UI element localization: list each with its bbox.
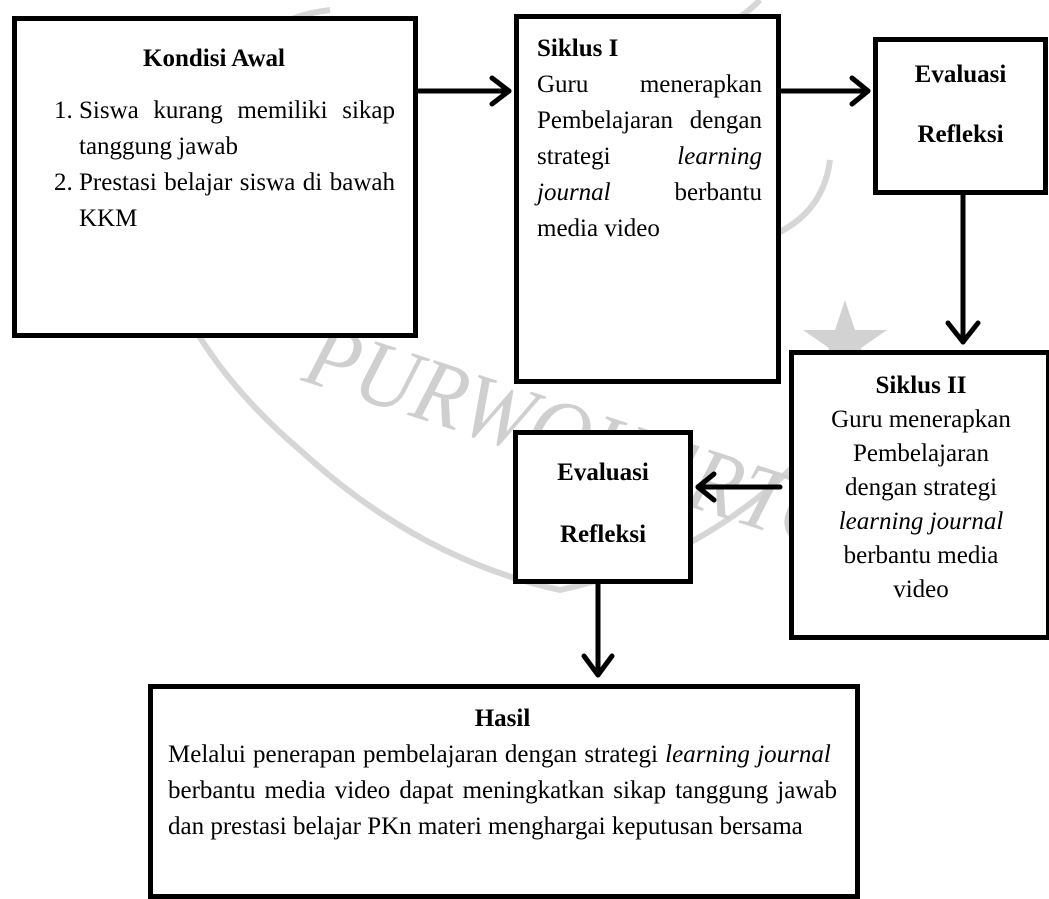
evaluasi-refleksi-2-box: Evaluasi Refleksi [513,430,693,584]
siklus-2-line-3: dengan strategi [844,474,998,501]
siklus-1-text: Guru menerapkan Pembelajaran dengan stra… [537,67,762,247]
arrow-evaluasi2-to-hasil [581,581,615,678]
arrow-evaluasi1-to-siklus2 [945,192,981,345]
kondisi-awal-title: Kondisi Awal [143,45,285,72]
siklus-2-box: Siklus II Guru menerapkan Pembelajaran d… [789,350,1049,640]
refleksi-2-label: Refleksi [559,521,647,548]
hasil-text: Melalui penerapan pembelajaran dengan st… [168,737,837,845]
kondisi-awal-item-1: Siswa kurang memiliki sikap tanggung jaw… [79,93,395,165]
evaluasi-refleksi-1-box: Evaluasi Refleksi [873,37,1048,195]
siklus-2-line-6: video [893,576,949,603]
siklus-2-line-5: berbantu media [843,542,999,569]
siklus-2-line-1: Guru menerapkan [831,406,1011,433]
evaluasi-1-label: Evaluasi [914,61,1007,88]
siklus-1-text-after: berbantu media video [537,179,762,242]
evaluasi-2-label: Evaluasi [557,459,649,486]
siklus-2-line-4: learning journal [838,508,1004,535]
siklus-1-text-before: Guru menerapkan Pembelajaran dengan stra… [537,71,762,170]
hasil-title: Hasil [474,705,531,732]
arrow-siklus1-to-evaluasi1 [779,75,871,107]
kondisi-awal-list: Siswa kurang memiliki sikap tanggung jaw… [33,93,395,237]
hasil-text-after: berbantu media video dapat meningkatkan … [168,777,837,840]
hasil-box: Hasil Melalui penerapan pembelajaran den… [148,684,860,899]
siklus-2-line-2: Pembelajaran [852,440,990,467]
arrow-siklus2-to-evaluasi2 [695,471,783,503]
siklus-2-title: Siklus II [875,372,967,399]
kondisi-awal-box: Kondisi Awal Siswa kurang memiliki sikap… [12,16,418,338]
hasil-text-italic: learning journal [665,741,831,768]
refleksi-1-label: Refleksi [917,121,1004,148]
siklus-1-box: Siklus I Guru menerapkan Pembelajaran de… [514,14,781,384]
arrow-kondisi-to-siklus1 [416,75,512,107]
siklus-1-text-italic: learning journal [537,143,762,206]
hasil-text-before: Melalui penerapan pembelajaran dengan st… [168,741,658,768]
kondisi-awal-item-2: Prestasi belajar siswa di bawah KKM [79,165,395,237]
siklus-2-line-4-wrap: learning journal [800,505,1042,539]
siklus-1-title: Siklus I [537,35,619,62]
